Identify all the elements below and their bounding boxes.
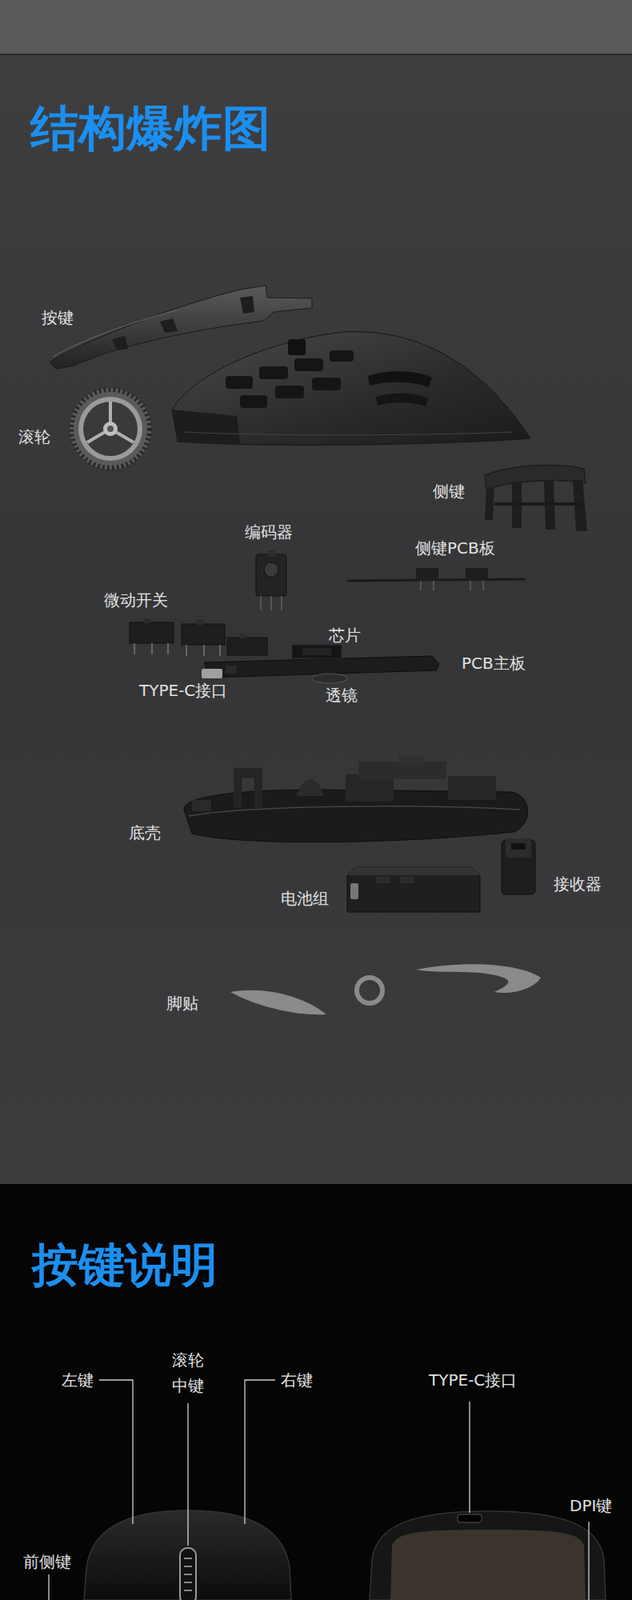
leader-lines xyxy=(48,1380,589,1600)
main-shell xyxy=(172,332,531,446)
mouse-feet xyxy=(230,964,541,1015)
part-label: 接收器 xyxy=(553,874,602,894)
section-title: 按键说明 xyxy=(32,1237,218,1294)
leader-line xyxy=(187,1403,188,1546)
part-label: 脚贴 xyxy=(166,993,199,1013)
main-pcb xyxy=(201,644,440,684)
leader-line xyxy=(588,1521,589,1600)
part-label: TYPE-C接口 xyxy=(428,1370,517,1390)
buttons-ground xyxy=(0,1184,632,1600)
part-label: 底壳 xyxy=(128,823,161,843)
leader-line xyxy=(48,1574,49,1600)
section-title: 结构爆炸图 xyxy=(30,99,271,157)
scroll-wheel xyxy=(69,388,152,470)
top-bar-edge xyxy=(0,53,632,56)
part-label: 微动开关 xyxy=(104,590,168,610)
exploded-ground xyxy=(0,55,632,1184)
encoder xyxy=(256,550,287,611)
part-label: 编码器 xyxy=(244,522,293,542)
part-label: DPI键 xyxy=(569,1496,612,1516)
part-label: 侧键 xyxy=(432,481,465,501)
part-label: 芯片 xyxy=(328,625,361,645)
part-label: 滚轮 中键 xyxy=(169,1347,207,1399)
part-label: 按键 xyxy=(41,308,74,328)
part-label: 电池组 xyxy=(280,888,329,908)
part-label: 右键 xyxy=(280,1370,313,1390)
part-label: 侧键PCB板 xyxy=(415,538,496,558)
microswitches xyxy=(129,618,268,656)
part-label: TYPE-C接口 xyxy=(139,680,228,700)
part-label: 滚轮 xyxy=(18,427,51,447)
part-label: 左键 xyxy=(61,1370,94,1390)
receiver xyxy=(501,838,536,895)
part-label: 透镜 xyxy=(325,685,358,705)
bottom-shell xyxy=(184,755,528,843)
top-bar xyxy=(0,0,632,55)
part-label: 前侧键 xyxy=(23,1552,72,1572)
side-buttons xyxy=(484,464,588,532)
part-label: PCB主板 xyxy=(461,653,526,673)
side-pcb xyxy=(347,568,526,591)
leader-line xyxy=(244,1380,276,1524)
leader-line xyxy=(468,1401,470,1513)
leader-line xyxy=(99,1380,133,1524)
battery-pack xyxy=(347,867,480,912)
mouse-back-view xyxy=(369,1511,606,1600)
